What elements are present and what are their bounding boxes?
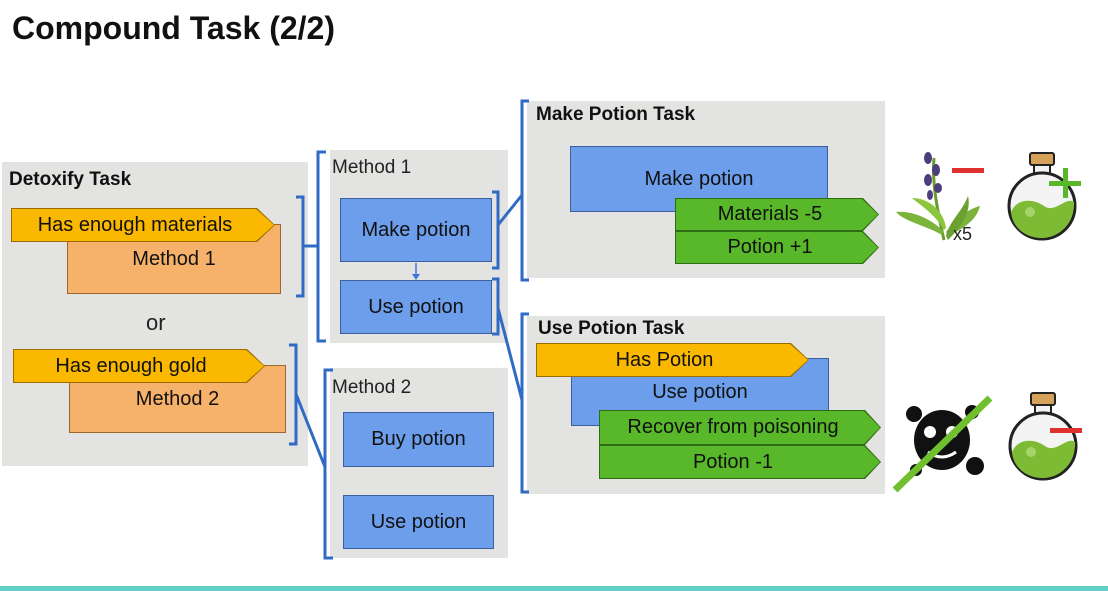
strike-through-line xyxy=(892,395,993,493)
bracket-use-potion xyxy=(492,277,500,336)
connector-to-method2 xyxy=(294,393,327,468)
or-label: or xyxy=(146,310,166,335)
method1-use-potion: Use potion xyxy=(340,280,492,334)
bottom-accent-bar xyxy=(0,586,1108,591)
condition-has-enough-materials: Has enough materials xyxy=(12,209,274,241)
method1-left-bracket xyxy=(316,150,326,343)
herb-minus-sign xyxy=(952,168,984,173)
step-arrowhead xyxy=(412,274,420,280)
potion-bottle-icon-bottom xyxy=(1008,392,1078,481)
method2-buy-potion: Buy potion xyxy=(343,412,494,467)
method1-label: Method 1 xyxy=(332,157,412,178)
effect-recover-from-poisoning: Recover from poisoning xyxy=(600,411,880,444)
make-potion-task-left-bracket xyxy=(520,99,529,282)
method2-left-bracket xyxy=(323,368,333,560)
effect-potion-plus-1: Potion +1 xyxy=(676,232,878,263)
lavender-herb-icon xyxy=(896,152,980,241)
use-potion-task-left-bracket xyxy=(520,312,529,494)
method2-use-potion: Use potion xyxy=(343,495,494,549)
effect-materials-minus-5: Materials -5 xyxy=(676,199,878,230)
condition-has-enough-gold: Has enough gold xyxy=(14,350,264,382)
method1-make-potion: Make potion xyxy=(340,198,492,262)
make-potion-task-title: Make Potion Task xyxy=(536,104,696,125)
effect-potion-minus-1: Potion -1 xyxy=(600,446,880,478)
connector-to-make-potion-task xyxy=(496,194,524,226)
slide-title: Compound Task (2/2) xyxy=(12,10,335,46)
connector-to-use-potion-task xyxy=(496,307,524,401)
herb-count-label: x5 xyxy=(953,224,973,244)
potion-plus-v xyxy=(1063,168,1068,198)
use-potion-task-title: Use Potion Task xyxy=(538,318,685,339)
method2-label: Method 2 xyxy=(332,377,412,398)
potion-minus-sign xyxy=(1050,428,1082,433)
condition-has-potion: Has Potion xyxy=(537,344,808,376)
detoxify-task-title: Detoxify Task xyxy=(9,169,132,190)
potion-bottle-icon-top xyxy=(1007,152,1077,241)
bracket-method1 xyxy=(296,195,305,298)
bracket-make-potion xyxy=(492,190,500,270)
